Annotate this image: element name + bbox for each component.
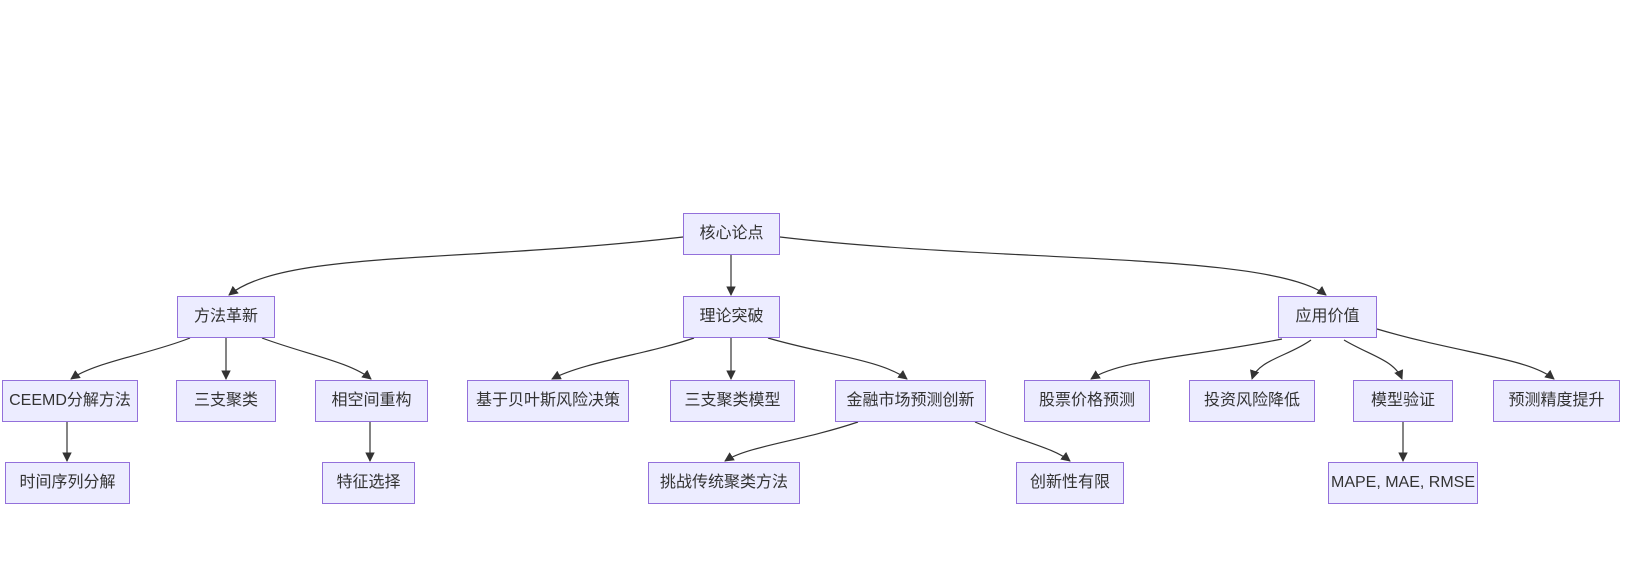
edge-application-accuracy bbox=[1376, 328, 1555, 380]
edge-core-method bbox=[228, 236, 684, 296]
node-label-phase: 相空间重构 bbox=[331, 392, 412, 410]
node-label-threeway: 三支聚类 bbox=[193, 392, 258, 410]
edge-theory-bayes bbox=[551, 337, 695, 380]
edge-theory-finance bbox=[767, 337, 908, 380]
node-bayes: 基于贝叶斯风险决策 bbox=[467, 380, 629, 422]
node-theory: 理论突破 bbox=[683, 296, 780, 338]
node-invest: 投资风险降低 bbox=[1189, 380, 1315, 422]
node-label-stock: 股票价格预测 bbox=[1038, 392, 1135, 410]
edge-application-stock bbox=[1090, 338, 1283, 380]
node-phase: 相空间重构 bbox=[315, 380, 428, 422]
node-label-application: 应用价值 bbox=[1295, 308, 1360, 326]
edge-method-ceemd bbox=[70, 337, 191, 380]
node-method: 方法革新 bbox=[177, 296, 275, 338]
node-application: 应用价值 bbox=[1278, 296, 1377, 338]
node-label-method: 方法革新 bbox=[193, 308, 258, 326]
node-label-accuracy: 预测精度提升 bbox=[1508, 392, 1605, 410]
edges-group bbox=[62, 236, 1555, 462]
node-challenge: 挑战传统聚类方法 bbox=[648, 462, 800, 504]
node-label-core: 核心论点 bbox=[699, 225, 764, 243]
node-threewaymodel: 三支聚类模型 bbox=[670, 380, 795, 422]
node-label-modelval: 模型验证 bbox=[1370, 392, 1435, 410]
node-label-mape: MAPE, MAE, RMSE bbox=[1330, 474, 1476, 492]
node-label-ceemd: CEEMD分解方法 bbox=[9, 392, 131, 410]
node-stock: 股票价格预测 bbox=[1024, 380, 1150, 422]
node-label-feature: 特征选择 bbox=[336, 474, 401, 492]
node-label-timeseries: 时间序列分解 bbox=[19, 474, 116, 492]
node-finance: 金融市场预测创新 bbox=[835, 380, 986, 422]
edge-finance-limited bbox=[974, 421, 1071, 462]
node-limited: 创新性有限 bbox=[1016, 462, 1124, 504]
edge-finance-challenge bbox=[724, 421, 859, 462]
node-core: 核心论点 bbox=[683, 213, 780, 255]
edge-application-modelval bbox=[1343, 339, 1404, 380]
node-label-theory: 理论突破 bbox=[699, 308, 764, 326]
node-modelval: 模型验证 bbox=[1353, 380, 1453, 422]
node-mape: MAPE, MAE, RMSE bbox=[1328, 462, 1478, 504]
node-label-bayes: 基于贝叶斯风险决策 bbox=[475, 392, 620, 410]
node-label-invest: 投资风险降低 bbox=[1203, 392, 1300, 410]
edge-core-application bbox=[779, 236, 1327, 296]
edge-method-phase bbox=[261, 337, 372, 380]
node-label-finance: 金融市场预测创新 bbox=[846, 392, 975, 410]
node-accuracy: 预测精度提升 bbox=[1493, 380, 1620, 422]
node-label-limited: 创新性有限 bbox=[1029, 474, 1110, 492]
node-ceemd: CEEMD分解方法 bbox=[2, 380, 138, 422]
node-feature: 特征选择 bbox=[322, 462, 415, 504]
node-label-challenge: 挑战传统聚类方法 bbox=[659, 474, 788, 492]
node-timeseries: 时间序列分解 bbox=[5, 462, 130, 504]
node-label-threewaymodel: 三支聚类模型 bbox=[684, 392, 781, 410]
node-threeway: 三支聚类 bbox=[176, 380, 276, 422]
edge-application-invest bbox=[1250, 339, 1312, 380]
